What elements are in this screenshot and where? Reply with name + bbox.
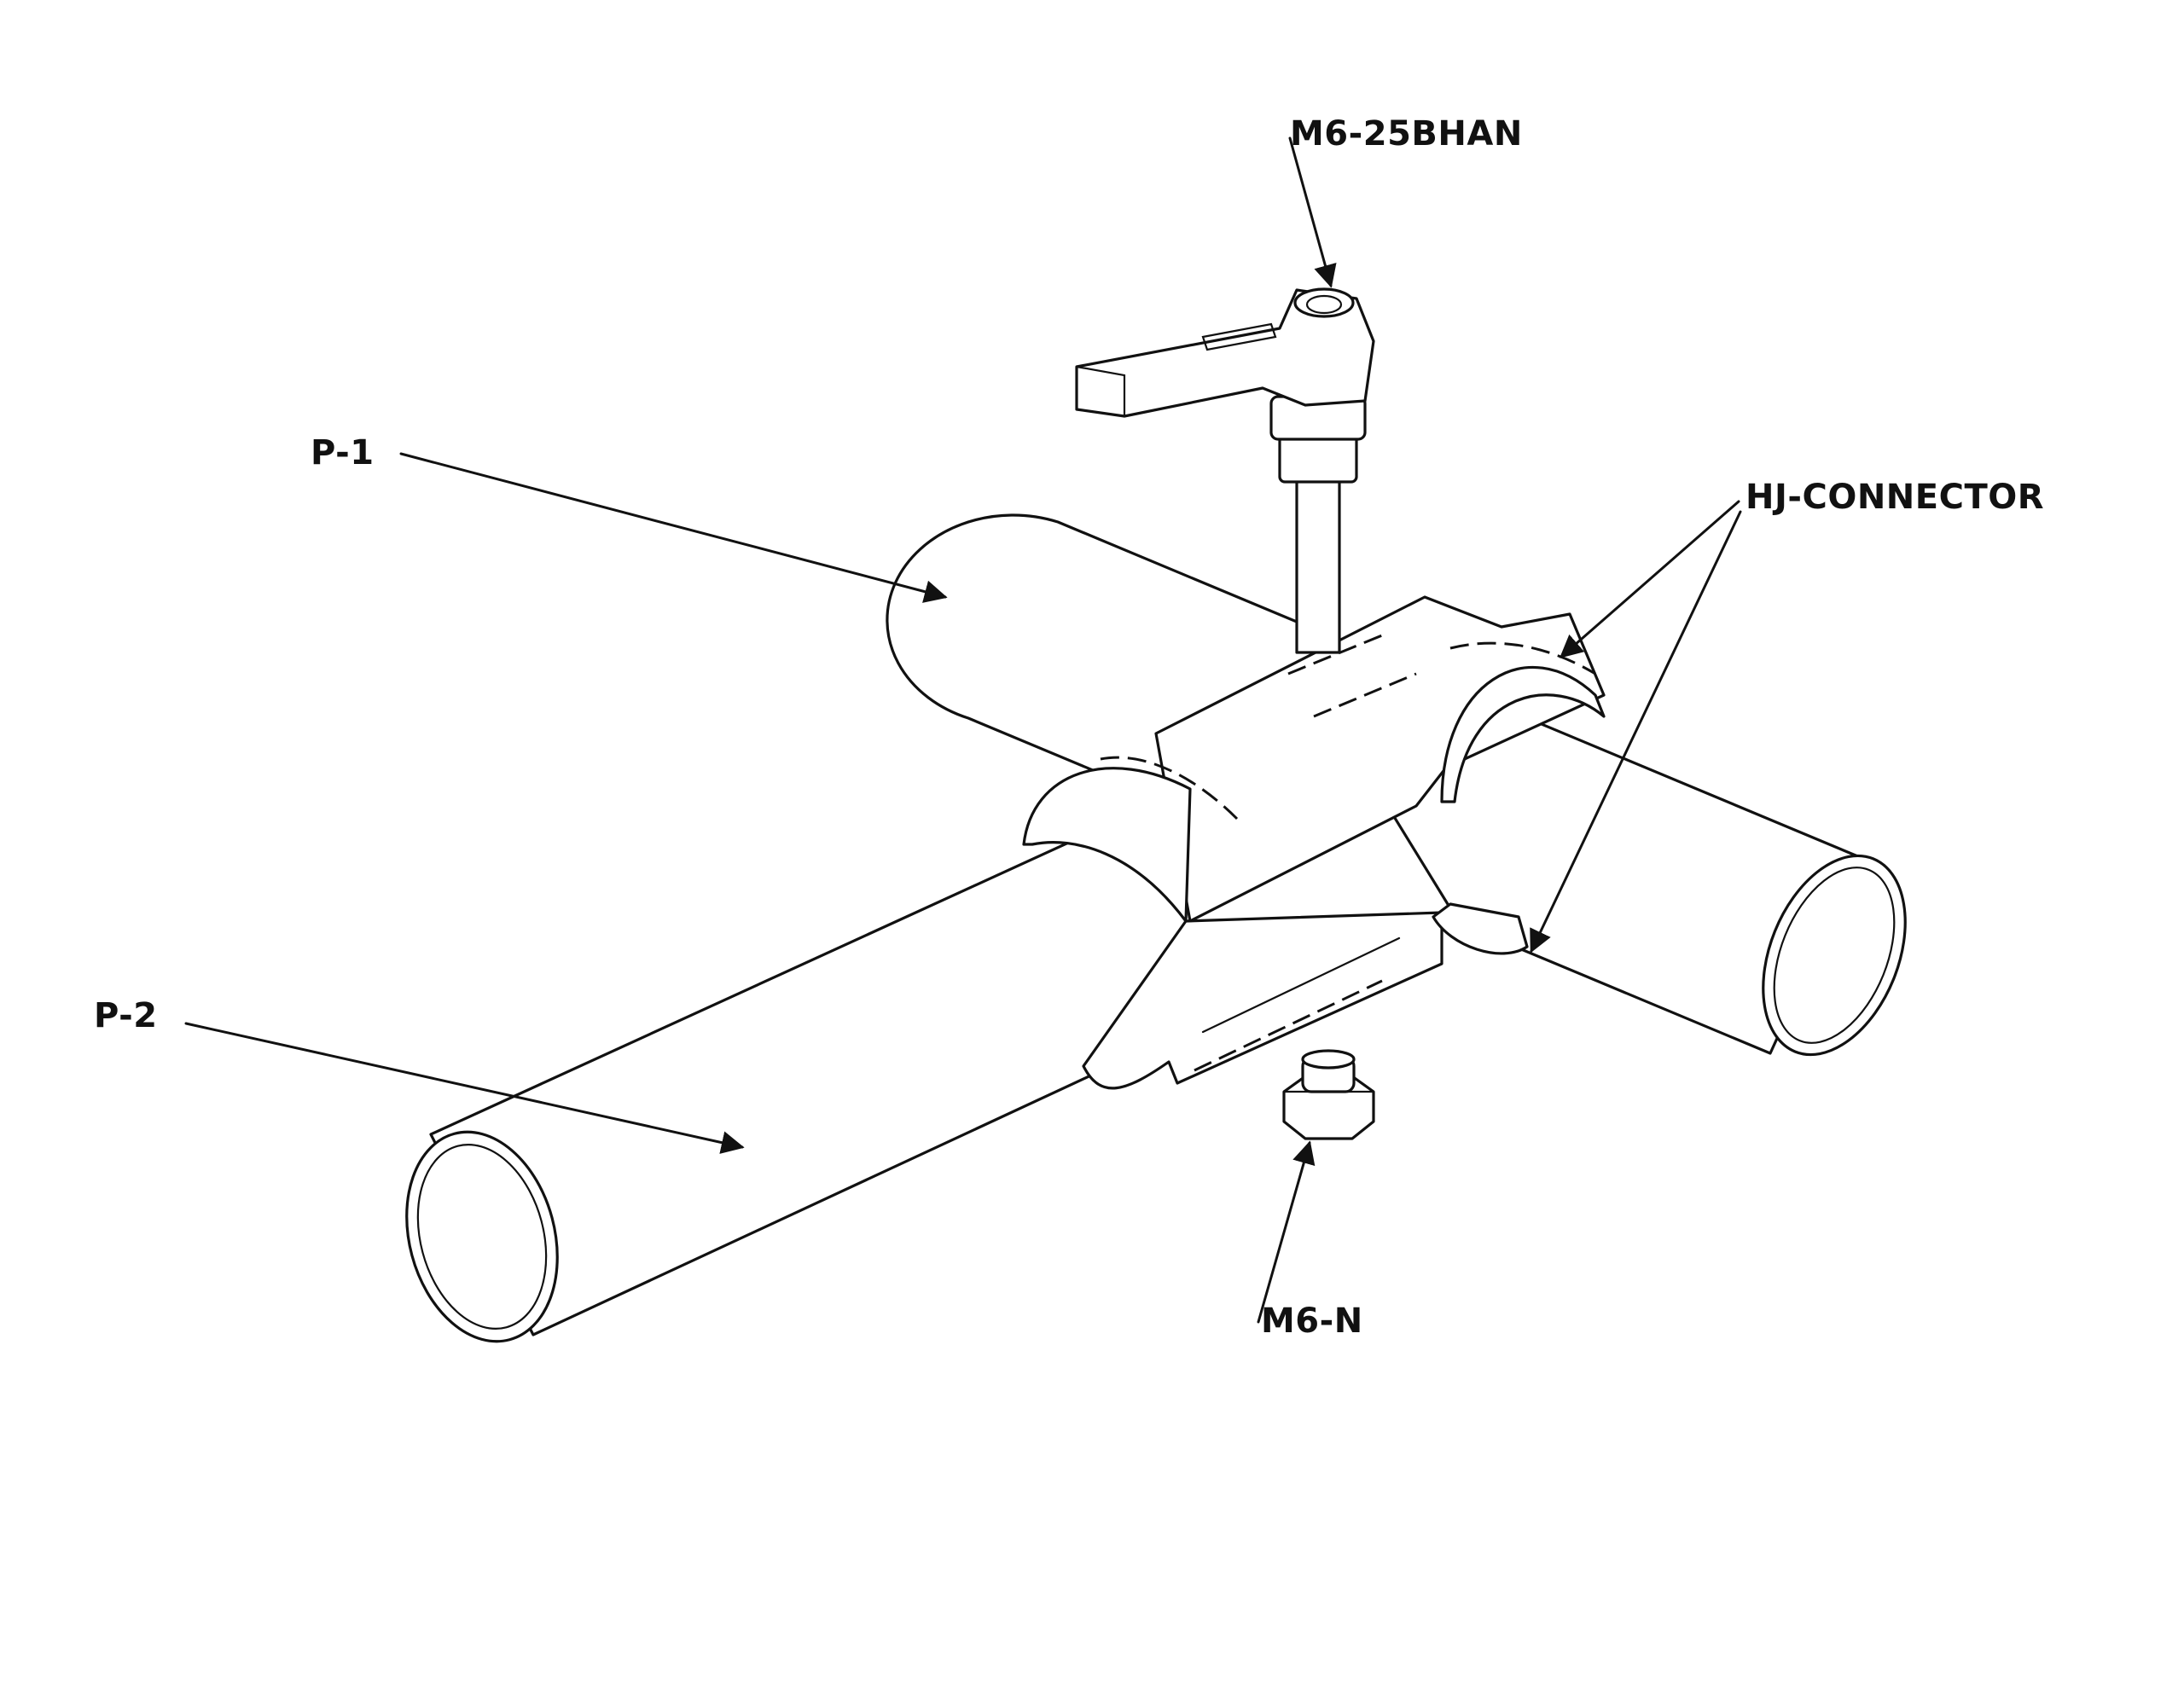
leader-nut xyxy=(1257,1140,1316,1324)
label-connector: HJ-CONNECTOR xyxy=(1745,478,2045,517)
leader-pipe2 xyxy=(184,1022,745,1154)
nut-m6-n xyxy=(1282,1049,1375,1140)
label-handle: M6-25BHAN xyxy=(1290,114,1523,154)
leader-handle xyxy=(1288,136,1337,288)
leader-lines xyxy=(184,136,1742,1324)
hj-connector xyxy=(1022,595,1606,1090)
label-nut: M6-N xyxy=(1261,1301,1363,1341)
label-pipe2: P-2 xyxy=(94,996,158,1035)
leader-pipe1 xyxy=(399,452,948,603)
label-pipe1: P-1 xyxy=(311,433,375,472)
leader-connector-upper xyxy=(1559,500,1740,658)
leader-connector-lower xyxy=(1530,510,1742,954)
handle-m6-25bhan xyxy=(1075,287,1375,654)
